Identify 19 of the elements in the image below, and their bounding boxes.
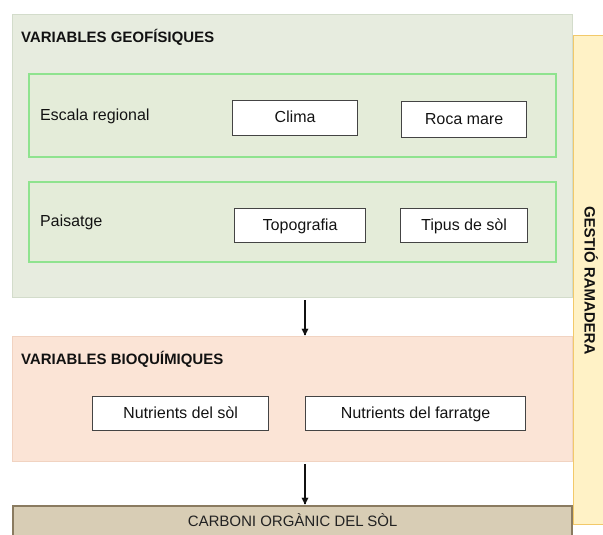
group-box bbox=[28, 73, 557, 158]
group-title: Escala regional bbox=[40, 106, 150, 124]
panel-background bbox=[12, 336, 573, 462]
band-label: GESTIÓ RAMADERA bbox=[580, 206, 598, 354]
variable-box: Roca mare bbox=[401, 101, 527, 138]
group-box bbox=[28, 181, 557, 263]
variable-box: Nutrients del farratge bbox=[305, 396, 526, 431]
arrow bbox=[302, 300, 308, 336]
group-title: Paisatge bbox=[40, 213, 102, 231]
panel-background bbox=[12, 14, 573, 298]
variable-box: Clima bbox=[232, 100, 358, 136]
arrow bbox=[302, 464, 308, 505]
result-box: CARBONI ORGÀNIC DEL SÒL bbox=[12, 505, 573, 535]
variable-box: Topografia bbox=[234, 208, 366, 243]
panel-title: VARIABLES GEOFÍSIQUES bbox=[21, 29, 214, 46]
variable-box: Tipus de sòl bbox=[400, 208, 528, 243]
variable-box: Nutrients del sòl bbox=[92, 396, 269, 431]
panel-title: VARIABLES BIOQUÍMIQUES bbox=[21, 351, 224, 368]
side-band bbox=[573, 35, 603, 525]
